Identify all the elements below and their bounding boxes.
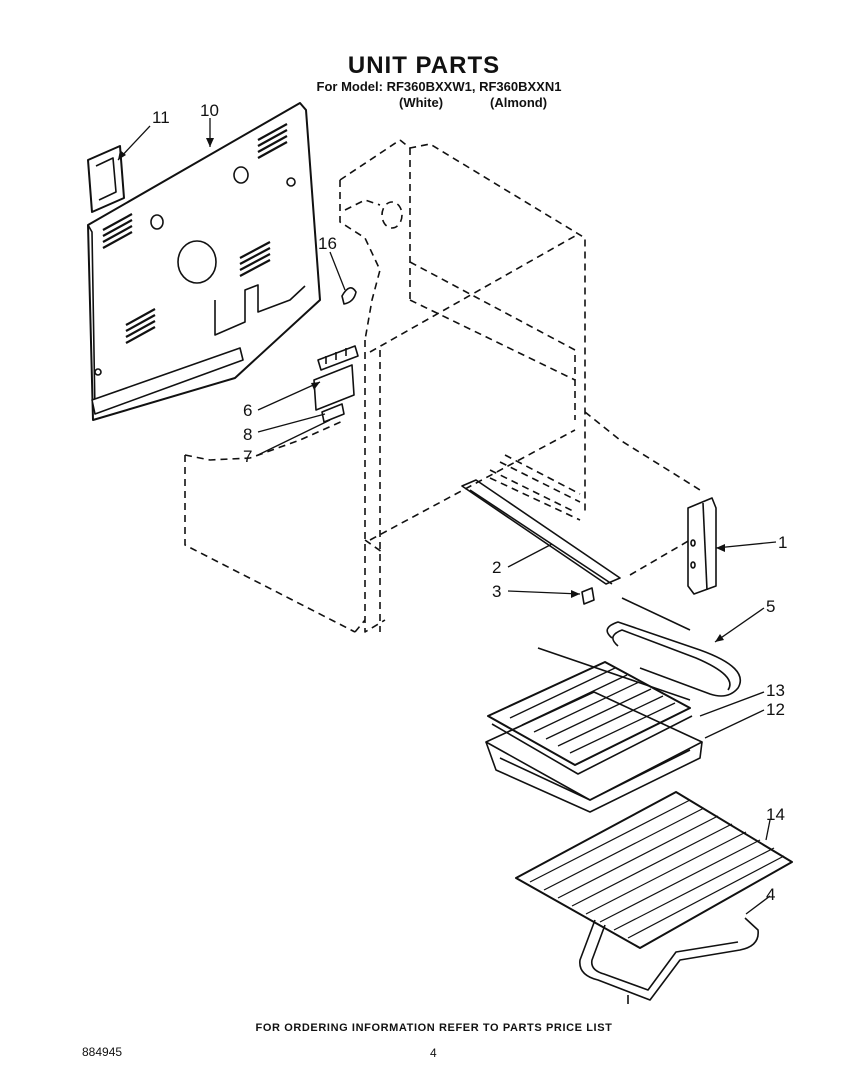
callout-labels: 11 10 16 6 8 7 1 2 3 5 13 12 14 4 (152, 101, 787, 904)
cabinet-frame (184, 139, 701, 633)
leader-lines (117, 118, 777, 915)
callout-3: 3 (492, 582, 501, 601)
callout-10: 10 (200, 101, 219, 120)
callout-13: 13 (766, 681, 785, 700)
callout-12: 12 (766, 700, 785, 719)
side-trim (687, 497, 717, 595)
callout-16: 16 (318, 234, 337, 253)
callout-4: 4 (766, 885, 775, 904)
access-cover-plate (87, 145, 125, 213)
broil-element (579, 917, 759, 1004)
variant-white: (White) (399, 95, 444, 110)
bake-element (537, 597, 742, 701)
variant-almond: (Almond) (490, 95, 548, 110)
callout-1: 1 (778, 533, 787, 552)
bottom-rail (461, 479, 621, 585)
oven-rack (515, 791, 793, 949)
rail-clip (581, 587, 595, 605)
broiler-pan (485, 691, 703, 813)
page-number: 4 (430, 1046, 437, 1060)
model-line: For Model: RF360BXXW1, RF360BXXN1 (316, 79, 562, 94)
page-title: UNIT PARTS (347, 52, 501, 79)
callout-5: 5 (766, 597, 775, 616)
leader-arrowheads (118, 138, 725, 642)
broiler-pan-insert (487, 661, 693, 775)
knockout-plug (341, 287, 357, 305)
callout-14: 14 (766, 805, 785, 824)
callout-7: 7 (243, 447, 252, 466)
callout-11: 11 (152, 108, 170, 127)
ordering-note: FOR ORDERING INFORMATION REFER TO PARTS … (255, 1022, 613, 1034)
terminal-block-assembly (313, 345, 359, 423)
document-number: 884945 (82, 1045, 123, 1059)
rear-panel (87, 102, 321, 421)
callout-6: 6 (243, 401, 252, 420)
callout-8: 8 (243, 425, 252, 444)
callout-2: 2 (492, 558, 501, 577)
